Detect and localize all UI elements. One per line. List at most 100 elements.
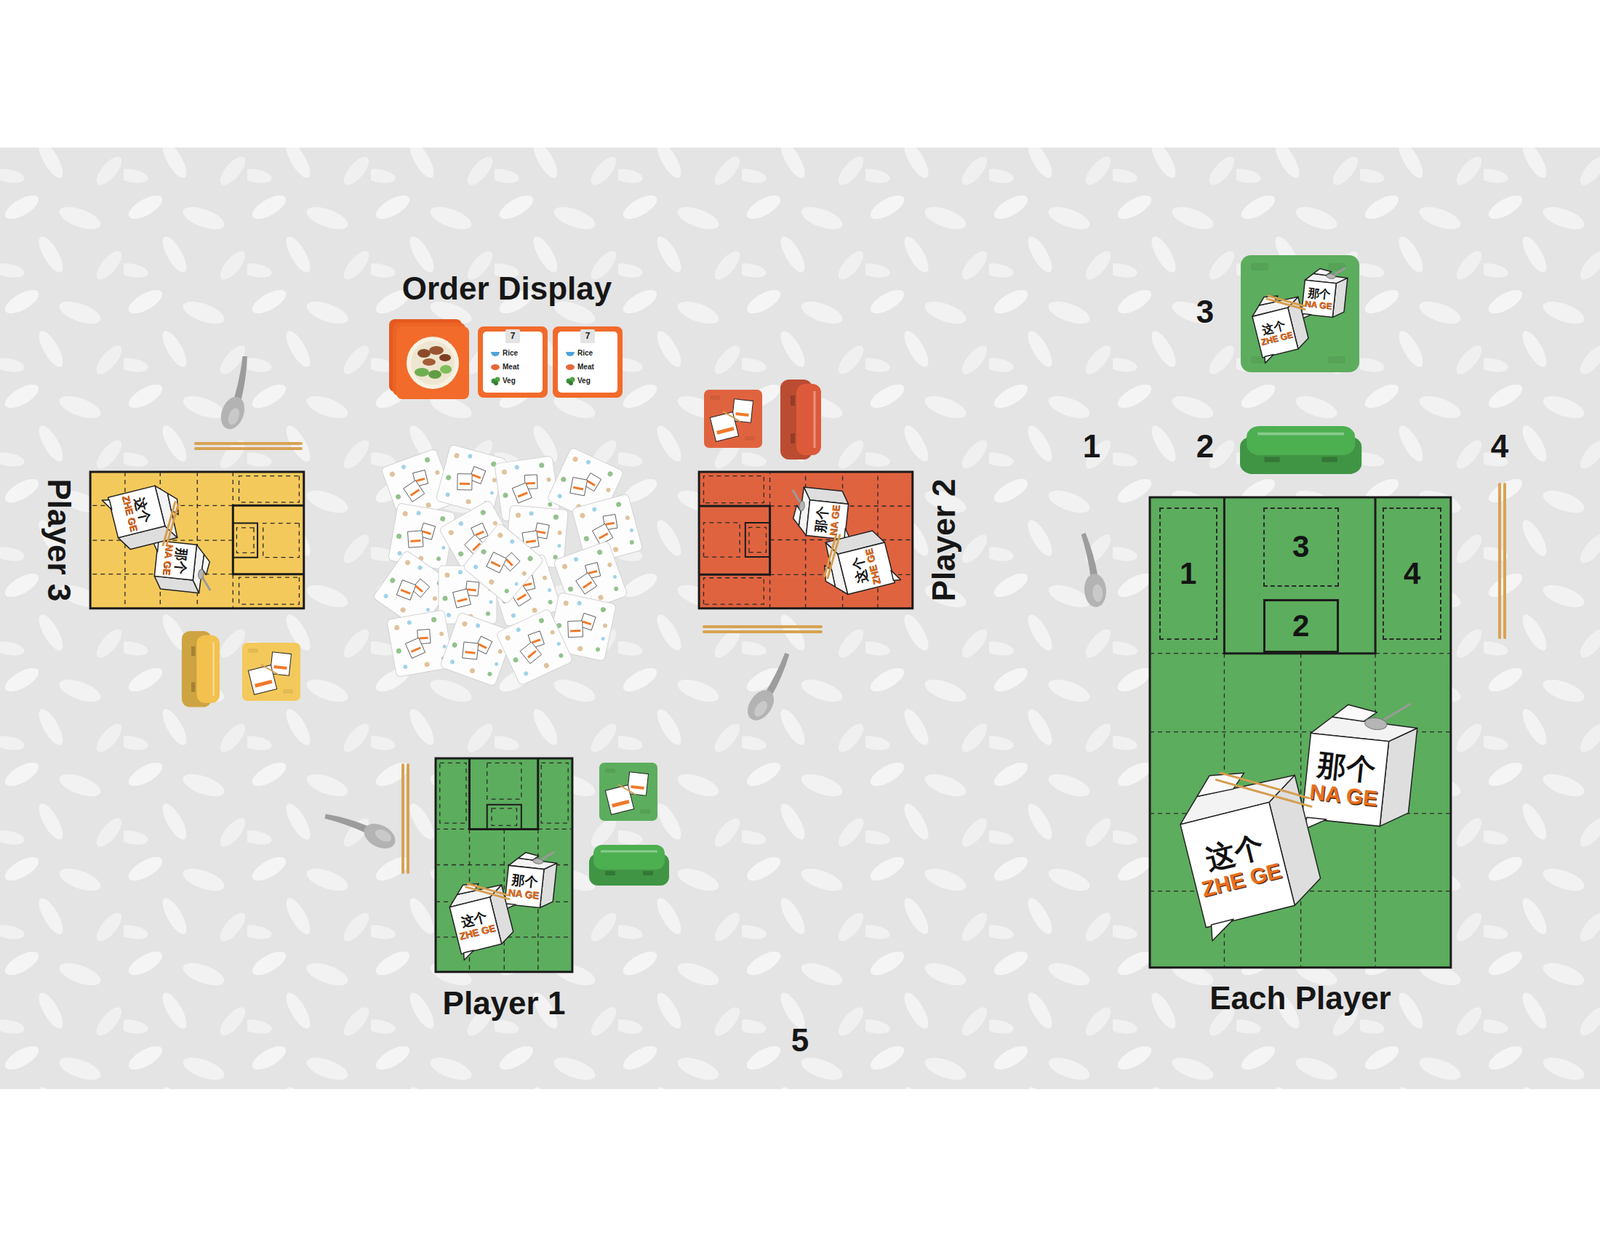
board-zone: 1 bbox=[1159, 507, 1218, 640]
decoration-shape bbox=[102, 498, 112, 512]
zone-number: 2 bbox=[1292, 609, 1310, 643]
decoration-shape bbox=[439, 354, 451, 362]
decoration-shape bbox=[197, 569, 205, 580]
decoration-shape bbox=[490, 364, 500, 371]
decoration-shape bbox=[440, 763, 467, 824]
order-stack bbox=[389, 319, 470, 400]
decoration-shape bbox=[90, 472, 304, 609]
tile-pile bbox=[372, 444, 643, 687]
player-board: Player 2那个NA GE这个ZHE GE bbox=[698, 472, 913, 609]
decoration-shape bbox=[414, 368, 430, 377]
decoration-shape bbox=[780, 379, 822, 460]
decoration-shape bbox=[580, 329, 595, 344]
box-face: 那个NA GE bbox=[806, 500, 849, 540]
decoration-shape bbox=[1302, 733, 1390, 827]
decoration-shape bbox=[1149, 653, 1451, 968]
decoration-shape bbox=[461, 950, 475, 960]
decoration-shape bbox=[449, 897, 502, 955]
decoration-shape bbox=[799, 500, 806, 511]
section-title: Order Display bbox=[402, 270, 613, 308]
player-tokens bbox=[242, 389, 763, 822]
takeout-box: 那个NA GE bbox=[146, 536, 213, 598]
decoration-shape bbox=[704, 389, 763, 448]
decoration-shape bbox=[440, 365, 452, 374]
box-face: 那个NA GE bbox=[504, 866, 544, 909]
decoration-shape bbox=[565, 364, 575, 371]
player-board: Each Player1324那个NA GE这个ZHE GE bbox=[1149, 497, 1451, 968]
decoration-shape bbox=[704, 522, 741, 558]
board-heading: Player 1 bbox=[442, 985, 566, 1023]
decoration-shape bbox=[1192, 767, 1248, 798]
decoration-shape bbox=[232, 506, 304, 575]
decoration-shape bbox=[1240, 426, 1362, 475]
decoration-shape bbox=[698, 472, 913, 609]
decoration-shape bbox=[154, 501, 188, 545]
ingredient-name: Rice bbox=[502, 348, 518, 359]
decoration-shape bbox=[770, 472, 913, 609]
decoration-shape bbox=[417, 349, 431, 358]
decoration-shape bbox=[1263, 354, 1275, 364]
decoration-shape bbox=[464, 874, 509, 909]
decoration-shape bbox=[1224, 497, 1376, 654]
board-heading: Player 2 bbox=[925, 479, 963, 603]
decoration-shape bbox=[1301, 280, 1336, 318]
decoration-shape bbox=[242, 642, 301, 702]
order-value: 7 bbox=[580, 329, 595, 344]
decoration-shape bbox=[195, 443, 302, 449]
order-card: 7RiceMeatVeg bbox=[477, 326, 548, 398]
box-face: 那个NA GE bbox=[1302, 733, 1390, 827]
ingredient-name: Rice bbox=[577, 348, 593, 359]
decoration-shape bbox=[568, 381, 574, 386]
decoration-shape bbox=[491, 808, 517, 827]
decoration-shape bbox=[1328, 356, 1346, 364]
page-number: 5 bbox=[791, 1022, 809, 1060]
decoration-shape bbox=[1499, 484, 1505, 638]
decoration-shape bbox=[236, 528, 254, 553]
decoration-shape bbox=[749, 527, 767, 552]
decoration-shape bbox=[1240, 255, 1360, 373]
decoration-shape bbox=[1149, 497, 1451, 968]
decoration-shape bbox=[232, 523, 258, 558]
board-zone: 4 bbox=[1382, 507, 1442, 640]
rice-texture bbox=[0, 147, 1600, 1090]
decoration-shape bbox=[322, 799, 400, 854]
order-value: 7 bbox=[505, 329, 520, 344]
decoration-shape bbox=[1333, 267, 1344, 277]
order-card bbox=[552, 326, 623, 398]
decoration-shape bbox=[402, 765, 408, 873]
decoration-shape bbox=[406, 336, 459, 390]
decoration-shape bbox=[815, 535, 849, 579]
callout-number: 1 bbox=[1082, 428, 1101, 466]
decoration-shape bbox=[792, 490, 802, 502]
decoration-shape bbox=[435, 444, 507, 516]
decoration-shape bbox=[1364, 717, 1388, 731]
decoration-shape bbox=[477, 326, 548, 398]
board-heading: Player 3 bbox=[40, 479, 78, 603]
box-face: 那个NA GE bbox=[154, 541, 197, 581]
decoration-shape bbox=[589, 845, 670, 886]
decoration-shape bbox=[704, 626, 822, 632]
decoration-shape bbox=[1250, 263, 1269, 271]
takeout-box: 那个NA GE bbox=[1290, 698, 1427, 843]
decoration-shape bbox=[108, 485, 166, 538]
decoration-shape bbox=[487, 763, 522, 800]
takeout-box: 那个NA GE bbox=[499, 850, 562, 916]
decoration-shape bbox=[1252, 307, 1299, 358]
decoration-shape bbox=[890, 569, 901, 583]
zone-number: 3 bbox=[1292, 530, 1310, 564]
board-zone: 3 bbox=[1263, 507, 1339, 587]
decoration-shape bbox=[745, 522, 771, 558]
takeout-box: 那个NA GE bbox=[790, 482, 856, 545]
decoration-shape bbox=[422, 358, 436, 366]
callout-number: 4 bbox=[1490, 428, 1509, 466]
board-zone: 2 bbox=[1263, 599, 1339, 654]
decoration-shape bbox=[1266, 288, 1305, 318]
decoration-shape bbox=[1080, 531, 1107, 608]
decoration-shape bbox=[1208, 919, 1238, 942]
decoration-shape bbox=[154, 541, 197, 581]
table-ground bbox=[0, 147, 1600, 1090]
order-card bbox=[477, 326, 548, 398]
box-face: 那个NA GE bbox=[1301, 280, 1336, 318]
decoration-shape bbox=[181, 631, 220, 708]
